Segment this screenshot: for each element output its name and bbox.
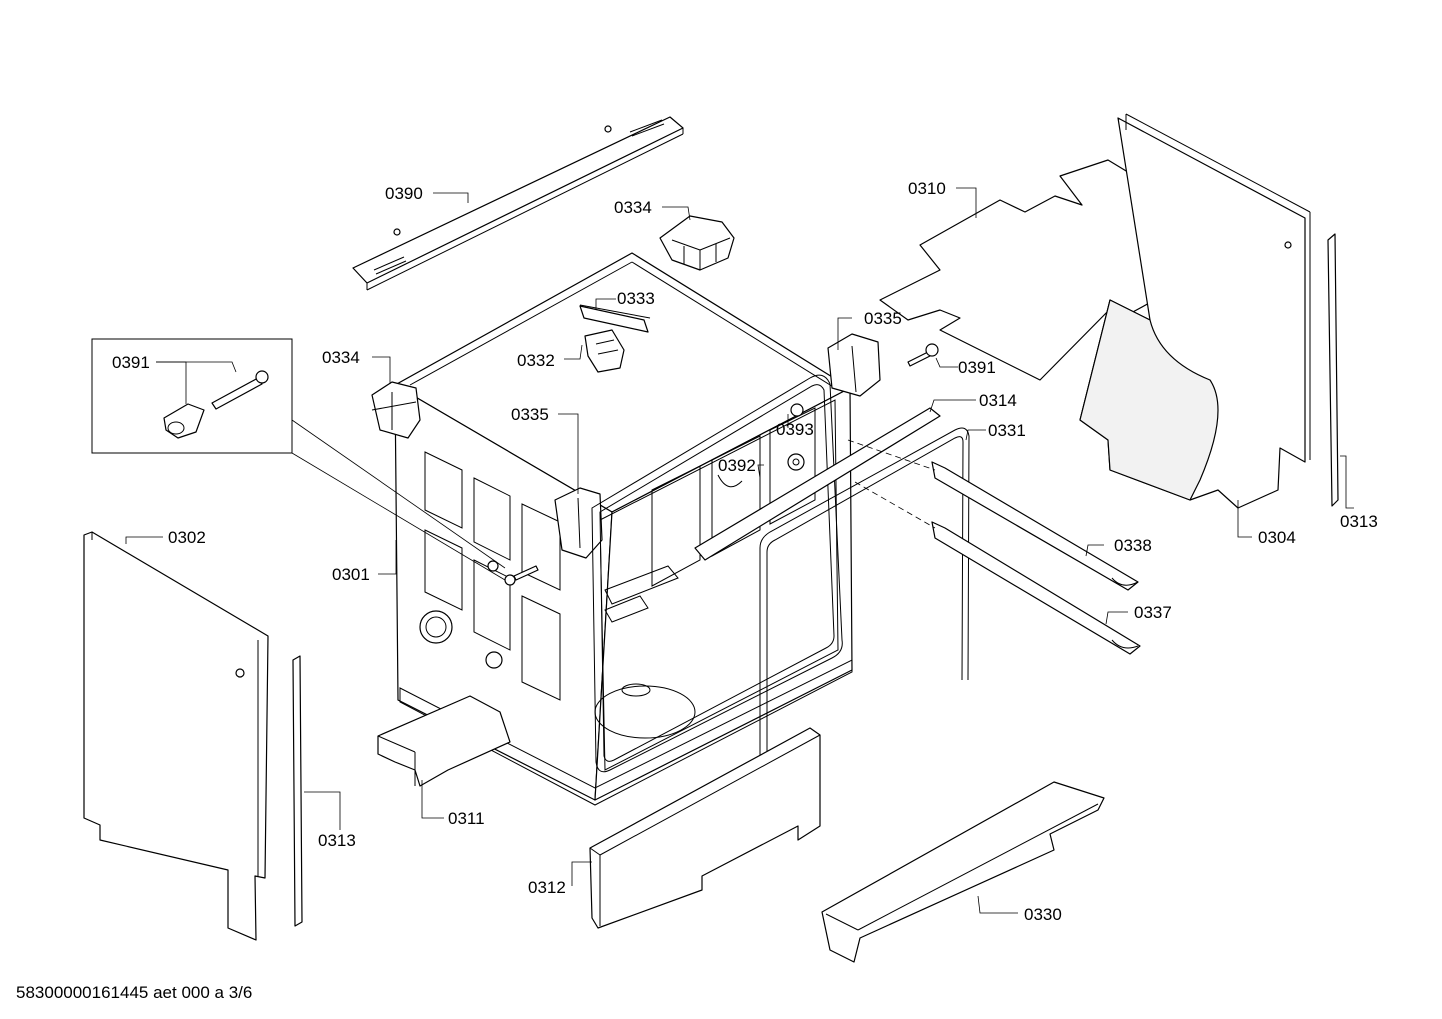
label-0304: 0304 <box>1258 528 1296 547</box>
label-0390: 0390 <box>385 184 423 203</box>
part-0334-left-bracket <box>371 381 421 439</box>
part-0304-side-panel <box>1079 113 1311 509</box>
part-0333-rail <box>579 305 649 333</box>
label-0332: 0332 <box>517 351 555 370</box>
label-0331: 0331 <box>988 421 1026 440</box>
part-labels: 0390 0334 0333 0332 0334 0335 0335 0391 … <box>112 179 1378 924</box>
label-0314: 0314 <box>979 391 1017 410</box>
part-0335-front-bracket <box>554 487 603 559</box>
assembly-line <box>854 481 936 529</box>
part-0311-base <box>377 695 511 787</box>
part-0338-rail <box>931 461 1139 591</box>
label-0334-top: 0334 <box>614 198 652 217</box>
label-0313-left: 0313 <box>318 831 356 850</box>
detail-inset-box <box>91 338 506 581</box>
label-0393: 0393 <box>776 420 814 439</box>
label-0311: 0311 <box>448 809 485 828</box>
label-0391-right: 0391 <box>958 358 996 377</box>
label-0335-right: 0335 <box>864 309 902 328</box>
label-0330: 0330 <box>1024 905 1062 924</box>
part-0391-right-screw <box>907 343 939 367</box>
part-0314-strip <box>694 407 941 561</box>
part-0392-roller <box>787 453 805 471</box>
label-0338: 0338 <box>1114 536 1152 555</box>
label-0301: 0301 <box>332 565 370 584</box>
label-0392: 0392 <box>718 456 756 475</box>
leader-lines <box>125 187 1354 914</box>
part-0330-kickplate <box>821 781 1105 963</box>
label-0312: 0312 <box>528 878 566 897</box>
part-front-frame <box>591 374 843 773</box>
part-0313-right-strip <box>1327 233 1339 507</box>
part-0334-top-bracket <box>659 215 735 271</box>
part-0301-tub <box>394 252 853 806</box>
label-0333: 0333 <box>617 289 655 308</box>
part-0313-left-strip <box>292 655 303 927</box>
label-0335-front: 0335 <box>511 405 549 424</box>
label-0337: 0337 <box>1134 603 1172 622</box>
part-0390-top-plate <box>352 116 684 291</box>
part-0335-right-bracket <box>827 333 881 397</box>
label-0334-left: 0334 <box>322 348 360 367</box>
assembly-line-top <box>847 439 936 471</box>
label-0302: 0302 <box>168 528 206 547</box>
part-0332-latch <box>584 329 625 373</box>
part-0302-door-panel <box>83 531 269 941</box>
label-0310: 0310 <box>908 179 946 198</box>
label-0313-right: 0313 <box>1340 512 1378 531</box>
part-0312-plinth <box>589 727 821 929</box>
document-footer: 58300000161445 aet 000 a 3/6 <box>16 983 252 1002</box>
label-0391-inset: 0391 <box>112 353 150 372</box>
part-0337-rail <box>931 521 1141 655</box>
part-0391-small-screw <box>504 565 539 586</box>
part-0393-bolt <box>790 403 804 417</box>
